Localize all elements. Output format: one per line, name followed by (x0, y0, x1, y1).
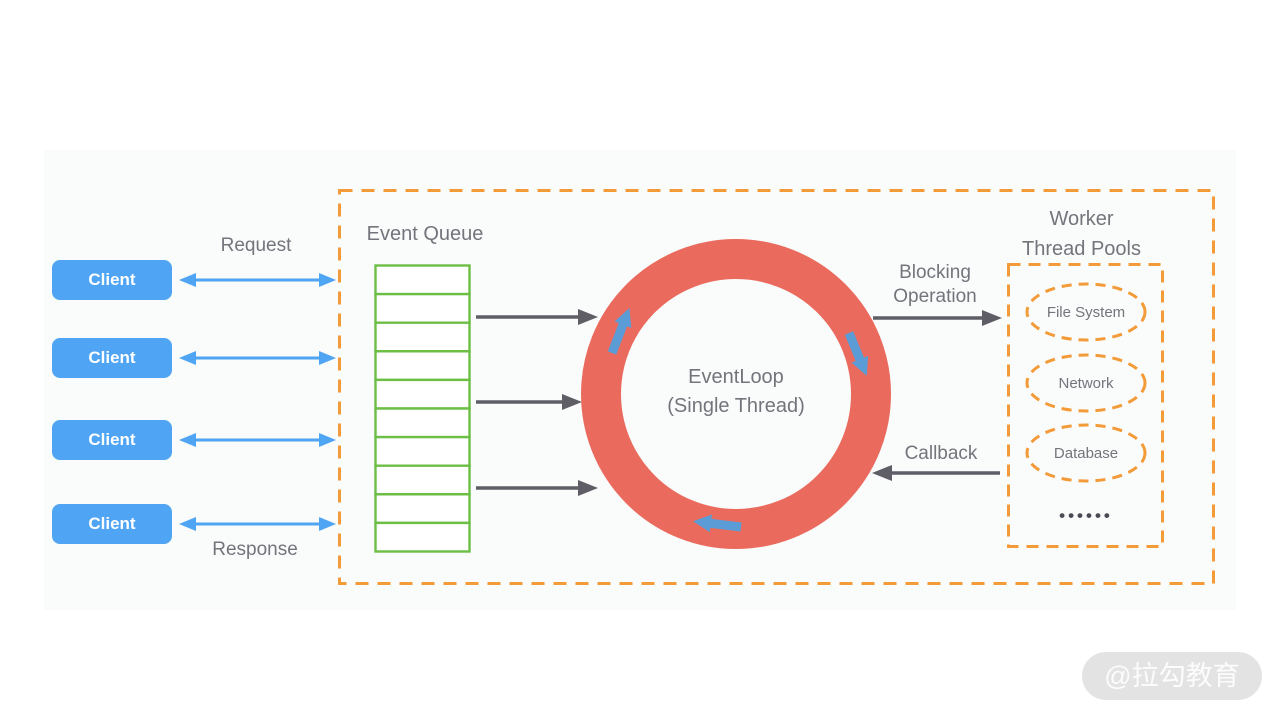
file-system-pool-ellipse (1025, 282, 1147, 342)
event-queue-cells (374, 264, 471, 553)
database-pool-ellipse (1025, 423, 1147, 483)
event-loop-subtitle: (Single Thread) (667, 395, 805, 417)
queue-cell (374, 407, 471, 439)
network-pool-label: Network (1058, 375, 1114, 392)
file-system-pool-label: File System (1046, 304, 1126, 321)
queue-cell (374, 521, 471, 553)
queue-cell (374, 292, 471, 324)
event-loop-title: EventLoop (688, 366, 784, 388)
worker-pools-title: Worker Thread Pools (1000, 204, 1163, 264)
callback-label: Callback (904, 443, 978, 464)
blocking-operation-line1: Blocking (899, 262, 971, 283)
slide-background-panel (44, 150, 1236, 610)
blocking-operation-label: Blocking Operation (873, 261, 997, 309)
queue-cell (374, 350, 471, 382)
queue-cell (374, 435, 471, 467)
client-request-arrows (179, 273, 336, 531)
rotation-arrow-icon-bottom (693, 514, 742, 533)
worker-pools-title-line1: Worker (1049, 208, 1114, 230)
client-box-1: Client (52, 260, 172, 300)
database-pool-label: Database (1053, 445, 1119, 462)
rotation-arrow-icon-topleft (607, 308, 632, 355)
rotation-arrow-icons (607, 308, 869, 533)
client-box-4: Client (52, 504, 172, 544)
worker-pools-shapes (1007, 263, 1164, 548)
blocking-operation-line2: Operation (893, 286, 977, 307)
queue-cell (374, 321, 471, 353)
queue-to-loop-arrows (476, 309, 598, 496)
runtime-dashed-boundary (338, 189, 1215, 585)
response-label: Response (212, 539, 298, 560)
more-pools-dots: •••••• (1059, 506, 1113, 525)
loop-worker-arrows (872, 310, 1002, 481)
worker-pools-title-line2: Thread Pools (1022, 238, 1141, 260)
worker-pools-dashed-box (1007, 263, 1164, 548)
client-box-2: Client (52, 338, 172, 378)
queue-cell (374, 493, 471, 525)
queue-cell (374, 378, 471, 410)
queue-cell (374, 264, 471, 296)
client-box-3: Client (52, 420, 172, 460)
rotation-arrow-icon-right (844, 331, 869, 376)
watermark-badge: @拉勾教育 (1082, 652, 1262, 700)
request-label: Request (220, 235, 292, 256)
event-queue-title: Event Queue (366, 223, 484, 245)
network-pool-ellipse (1025, 353, 1147, 413)
queue-cell (374, 464, 471, 496)
